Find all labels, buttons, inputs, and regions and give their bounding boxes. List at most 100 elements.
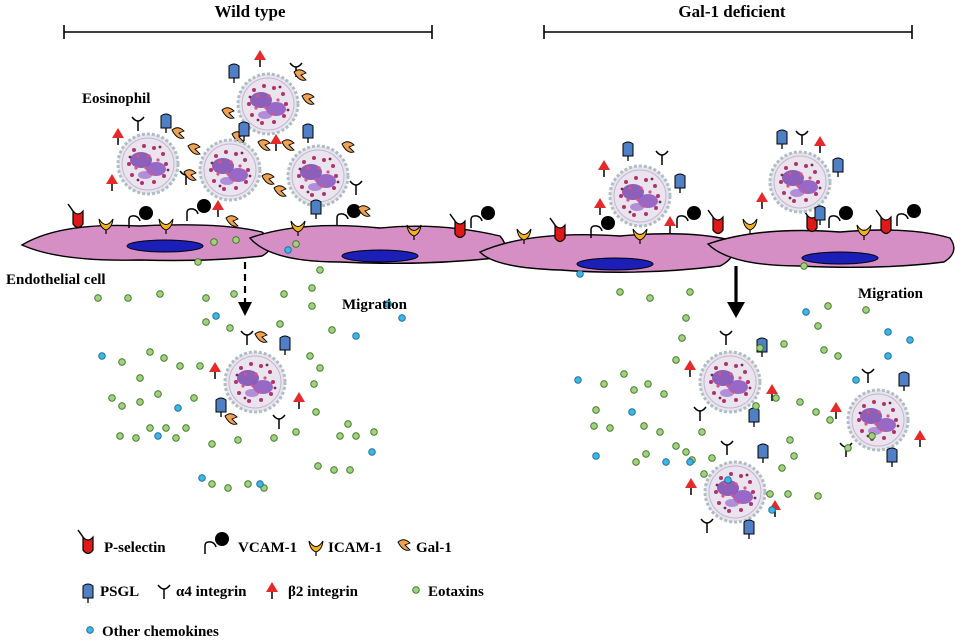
eotaxin-dot	[620, 370, 628, 378]
migration-arrow-solid-head	[727, 302, 745, 318]
eotaxin-dot	[202, 318, 210, 326]
migration-right-label: Migration	[858, 286, 924, 302]
eotaxin-dot	[672, 442, 680, 450]
eotaxin-dot	[270, 434, 278, 442]
p-selectin-icon	[77, 529, 94, 555]
eotaxin-dot	[336, 432, 344, 440]
eotaxin-dot	[686, 288, 694, 296]
eotaxin-dot	[208, 440, 216, 448]
chemokine-dot	[628, 408, 636, 416]
eotaxin-dot	[868, 432, 876, 440]
legend-b2-integrin: β2 integrin	[265, 581, 359, 600]
svg-text:Gal-1: Gal-1	[416, 540, 452, 556]
eotaxin-dot	[672, 356, 680, 364]
eotaxin-dot	[118, 358, 126, 366]
migrated-eosinophils	[208, 330, 927, 540]
eotaxin-dot	[314, 462, 322, 470]
eotaxin-dot	[644, 380, 652, 388]
eotaxin-dot	[176, 362, 184, 370]
svg-text:ICAM-1: ICAM-1	[328, 540, 382, 556]
eotaxin-dot	[820, 346, 828, 354]
endothelium	[20, 224, 955, 273]
eotaxin-dot	[592, 406, 600, 414]
legend: P-selectin VCAM-1 ICAM-1 Gal-1 PSGL α4 i…	[77, 529, 484, 640]
chemokine-dots	[94, 236, 914, 514]
eotaxin-dot	[616, 288, 624, 296]
eotaxin-dot	[132, 434, 140, 442]
eotaxin-dot	[162, 424, 170, 432]
header-wild-type: Wild type	[63, 2, 433, 39]
eotaxin-dot	[660, 390, 668, 398]
legend-vcam1: VCAM-1	[204, 531, 297, 556]
eotaxin-dot	[116, 432, 124, 440]
eotaxin-dot	[124, 294, 132, 302]
eotaxin-dot-icon	[412, 586, 420, 594]
eotaxin-dot	[606, 424, 614, 432]
eotaxin-dot	[146, 348, 154, 356]
eosinophils-gal1-deficient-rolling	[593, 129, 844, 234]
eotaxin-dot	[316, 266, 324, 274]
chemokine-dot	[574, 376, 582, 384]
chemokine-dot	[686, 458, 694, 466]
nucleus	[126, 239, 204, 253]
eotaxin-dot	[210, 238, 218, 246]
eotaxin-dot	[346, 466, 354, 474]
legend-eotaxins: Eotaxins	[412, 584, 484, 600]
header-wild-type-label: Wild type	[214, 2, 285, 21]
eotaxin-dot	[370, 428, 378, 436]
eotaxin-dot	[656, 428, 664, 436]
eotaxin-dot	[224, 484, 232, 492]
eotaxin-dot	[136, 398, 144, 406]
legend-a4-integrin: α4 integrin	[157, 584, 247, 600]
legend-psgl: PSGL	[82, 583, 139, 604]
eotaxin-dot	[780, 340, 788, 348]
gal1-icon	[397, 539, 411, 551]
eotaxin-dot	[194, 258, 202, 266]
eotaxin-dot	[682, 314, 690, 322]
eotaxin-dot	[226, 324, 234, 332]
eotaxin-dot	[108, 394, 116, 402]
eotaxin-dot	[600, 380, 608, 388]
chemokine-dot	[724, 476, 732, 484]
chemokine-dot	[768, 506, 776, 514]
eotaxin-dot	[230, 290, 238, 298]
eotaxin-dot	[640, 422, 648, 430]
chemokine-dot	[256, 480, 264, 488]
eotaxin-dot	[310, 380, 318, 388]
icam1-icon	[308, 540, 324, 557]
eotaxin-dot	[796, 398, 804, 406]
eotaxin-dot	[306, 352, 314, 360]
legend-p-selectin: P-selectin	[77, 529, 166, 556]
svg-text:β2 integrin: β2 integrin	[288, 584, 359, 600]
eotaxin-dot	[678, 334, 686, 342]
eotaxin-dot	[632, 458, 640, 466]
eotaxin-dot	[698, 428, 706, 436]
eotaxin-dot	[590, 422, 598, 430]
eotaxin-dot	[308, 302, 316, 310]
eotaxin-dot	[156, 290, 164, 298]
eotaxin-dot	[752, 402, 760, 410]
eotaxin-dot	[330, 466, 338, 474]
eotaxin-dot	[766, 490, 774, 498]
eotaxin-dot	[172, 434, 180, 442]
eotaxin-dot	[800, 262, 808, 270]
eotaxin-dot	[844, 444, 852, 452]
eotaxin-dot	[182, 424, 190, 432]
svg-text:P-selectin: P-selectin	[104, 540, 166, 556]
eotaxin-dot	[190, 394, 198, 402]
eotaxin-dot	[160, 354, 168, 362]
eotaxin-dot	[708, 454, 716, 462]
eotaxin-dot	[94, 294, 102, 302]
eotaxin-dot	[244, 480, 252, 488]
nucleus	[576, 257, 654, 271]
chemokine-dot	[352, 332, 360, 340]
chemokine-dot	[154, 432, 162, 440]
svg-text:Other chemokines: Other chemokines	[102, 624, 219, 640]
eotaxin-dot	[118, 402, 126, 410]
header-gal1-deficient: Gal-1 deficient	[543, 2, 913, 39]
eotaxin-dot	[786, 436, 794, 444]
eotaxin-dot	[772, 394, 780, 402]
chemokine-dot	[884, 352, 892, 360]
chemokine-dot	[852, 376, 860, 384]
